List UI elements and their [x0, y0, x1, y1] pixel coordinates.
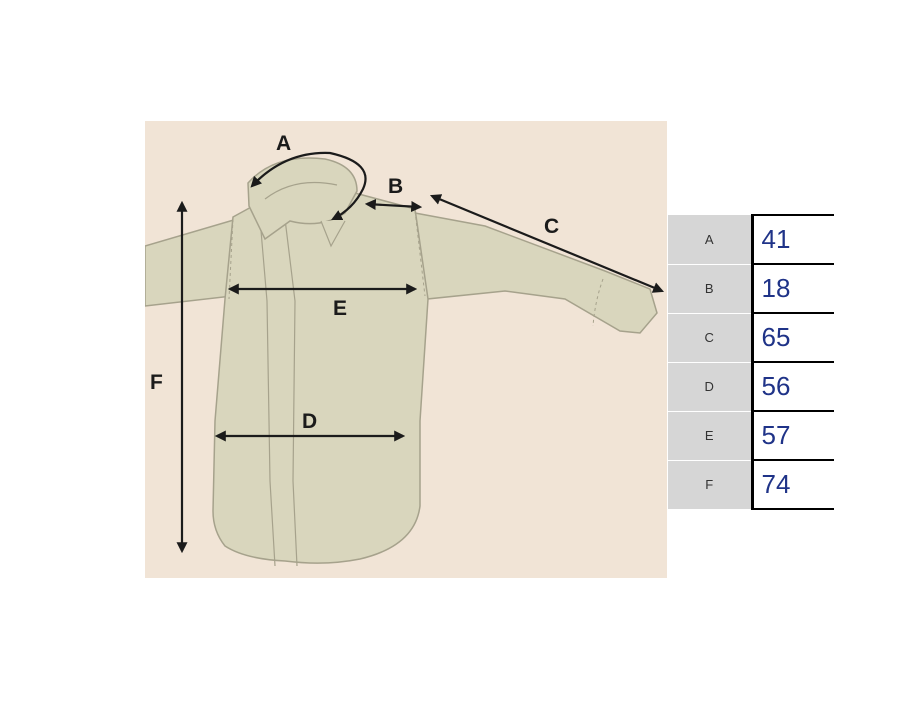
row-key: E: [668, 410, 752, 460]
arrow-c: [429, 194, 665, 293]
size-table: A 41 B 18 C 65 D 56 E 57 F 74: [668, 214, 834, 510]
row-key: C: [668, 312, 752, 362]
row-value: 56: [750, 361, 834, 411]
shirt-measurement-diagram: A B C E D F: [145, 121, 667, 578]
label-f: F: [150, 371, 163, 394]
table-row: B 18: [668, 263, 834, 313]
cuff-stitch: [592, 278, 604, 327]
row-value: 18: [750, 263, 834, 313]
table-row: F 74: [668, 459, 834, 510]
label-d: D: [302, 410, 317, 433]
arrow-a: [250, 151, 367, 220]
row-key: D: [668, 361, 752, 411]
collar-point: [320, 220, 346, 248]
row-key: B: [668, 263, 752, 313]
table-row: C 65: [668, 312, 834, 362]
shirt-placket: [259, 218, 298, 567]
row-key: F: [668, 459, 752, 509]
label-e: E: [333, 297, 347, 320]
row-value: 41: [750, 214, 834, 264]
shoulder-seam-right: [414, 210, 426, 297]
row-value: 65: [750, 312, 834, 362]
label-a: A: [276, 132, 291, 155]
label-b: B: [388, 175, 403, 198]
row-value: 74: [750, 459, 834, 510]
shirt-body: [212, 182, 429, 564]
arrow-b: [364, 199, 423, 212]
row-value: 57: [750, 410, 834, 460]
row-key: A: [668, 215, 752, 264]
shirt-illustration: A B C E D F: [145, 132, 665, 567]
table-row: A 41: [668, 214, 834, 264]
table-row: E 57: [668, 410, 834, 460]
label-c: C: [544, 215, 559, 238]
table-row: D 56: [668, 361, 834, 411]
